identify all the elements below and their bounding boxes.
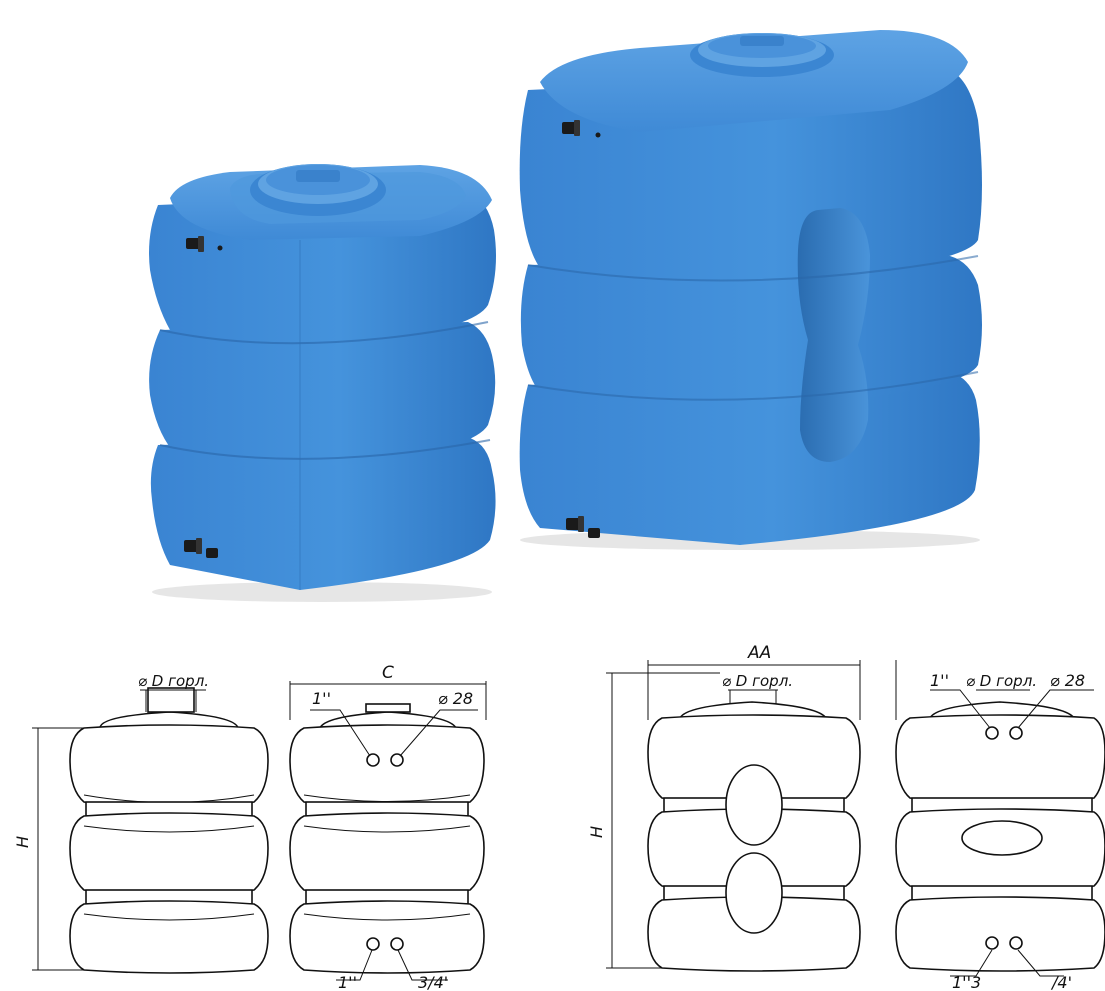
- hole-top-28-right-label: ⌀ 28: [1050, 671, 1085, 690]
- hole-bottom-1in-left-label: 1'': [338, 973, 357, 991]
- drawing-large-side: [895, 660, 1105, 977]
- dim-c-label: C: [382, 663, 394, 683]
- drawing-small-front: [32, 687, 269, 974]
- hole-top-28-left-label: ⌀ 28: [438, 689, 473, 708]
- hole-bottom-right-right-label: /4': [1050, 973, 1072, 991]
- neck-d-right-2-label: ⌀ D горл.: [966, 672, 1037, 690]
- dim-h-right-label: H: [587, 826, 606, 838]
- neck-d-left-label: ⌀ D горл.: [138, 672, 209, 690]
- small-tank-photo: [149, 164, 496, 602]
- dimension-labels: H H C AA ⌀ D горл. ⌀ D горл. ⌀ D горл. 1…: [13, 643, 1085, 991]
- drawing-small-side: [289, 681, 487, 981]
- dim-aa-label: AA: [747, 643, 771, 663]
- hole-bottom-34-left-label: 3/4': [418, 973, 448, 991]
- neck-d-right-1-label: ⌀ D горл.: [722, 672, 793, 690]
- hole-top-1in-right-label: 1'': [930, 671, 949, 690]
- hole-top-1in-left-label: 1'': [312, 689, 331, 708]
- dim-h-left-label: H: [13, 836, 32, 848]
- hole-bottom-left-right-label: 1''3: [952, 973, 981, 991]
- drawing-large-front: [606, 660, 861, 972]
- large-tank-photo: [519, 30, 982, 550]
